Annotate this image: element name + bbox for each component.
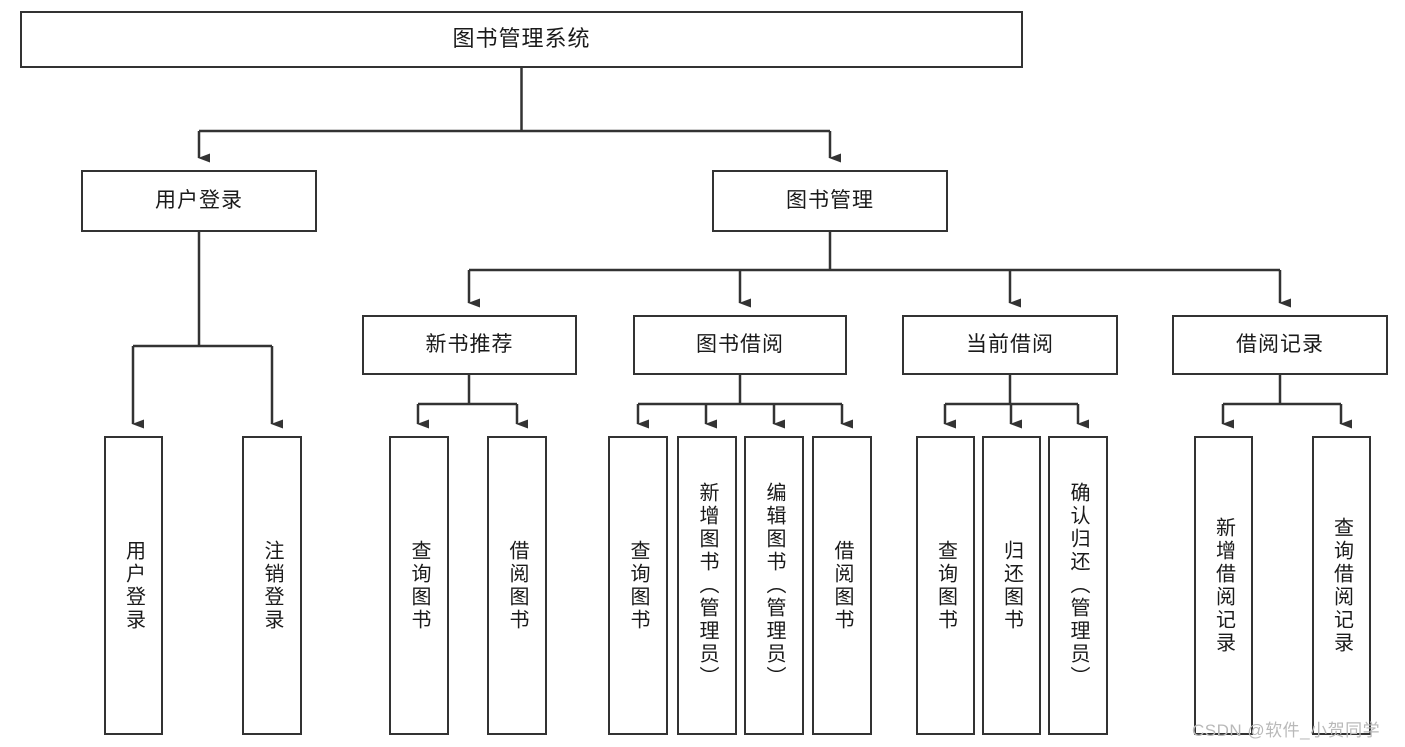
node-root[interactable]: 图书管理系统 — [20, 11, 1023, 68]
node-leaf-return-book-label: 归还图书 — [1000, 539, 1023, 632]
node-leaf-query-book-3[interactable]: 查询图书 — [916, 436, 975, 735]
node-book-manage[interactable]: 图书管理 — [712, 170, 948, 232]
node-leaf-add-record-label: 新增借阅记录 — [1212, 516, 1235, 655]
node-user-login[interactable]: 用户登录 — [81, 170, 317, 232]
node-leaf-borrow-book-2[interactable]: 借阅图书 — [812, 436, 872, 735]
node-leaf-add-record[interactable]: 新增借阅记录 — [1194, 436, 1253, 735]
node-leaf-query-record[interactable]: 查询借阅记录 — [1312, 436, 1371, 735]
node-leaf-query-book-2-label: 查询图书 — [627, 539, 649, 632]
csdn-watermark: CSDN @软件_小贺同学 — [1192, 721, 1381, 740]
node-leaf-return-book[interactable]: 归还图书 — [982, 436, 1041, 735]
node-leaf-query-book-1-label: 查询图书 — [408, 539, 430, 632]
node-leaf-add-book-label: 新增图书（管理员） — [696, 482, 718, 689]
node-leaf-confirm-return[interactable]: 确认归还（管理员） — [1048, 436, 1108, 735]
node-leaf-query-book-2[interactable]: 查询图书 — [608, 436, 668, 735]
node-borrow-record[interactable]: 借阅记录 — [1172, 315, 1388, 375]
node-new-book-rec[interactable]: 新书推荐 — [362, 315, 577, 375]
node-leaf-edit-book-label: 编辑图书（管理员） — [763, 482, 785, 689]
node-leaf-borrow-book-2-label: 借阅图书 — [831, 539, 853, 632]
node-leaf-query-book-3-label: 查询图书 — [934, 539, 957, 632]
node-book-borrow[interactable]: 图书借阅 — [633, 315, 847, 375]
node-leaf-user-login-label: 用户登录 — [122, 539, 145, 632]
node-leaf-query-record-label: 查询借阅记录 — [1330, 516, 1353, 655]
node-leaf-edit-book[interactable]: 编辑图书（管理员） — [744, 436, 804, 735]
node-leaf-borrow-book-1[interactable]: 借阅图书 — [487, 436, 547, 735]
node-current-borrow[interactable]: 当前借阅 — [902, 315, 1118, 375]
node-leaf-confirm-return-label: 确认归还（管理员） — [1067, 482, 1089, 689]
node-leaf-query-book-1[interactable]: 查询图书 — [389, 436, 449, 735]
node-leaf-user-login[interactable]: 用户登录 — [104, 436, 163, 735]
node-leaf-logout[interactable]: 注销登录 — [242, 436, 302, 735]
node-leaf-logout-label: 注销登录 — [261, 539, 283, 632]
node-leaf-add-book[interactable]: 新增图书（管理员） — [677, 436, 737, 735]
node-leaf-borrow-book-1-label: 借阅图书 — [506, 539, 528, 632]
